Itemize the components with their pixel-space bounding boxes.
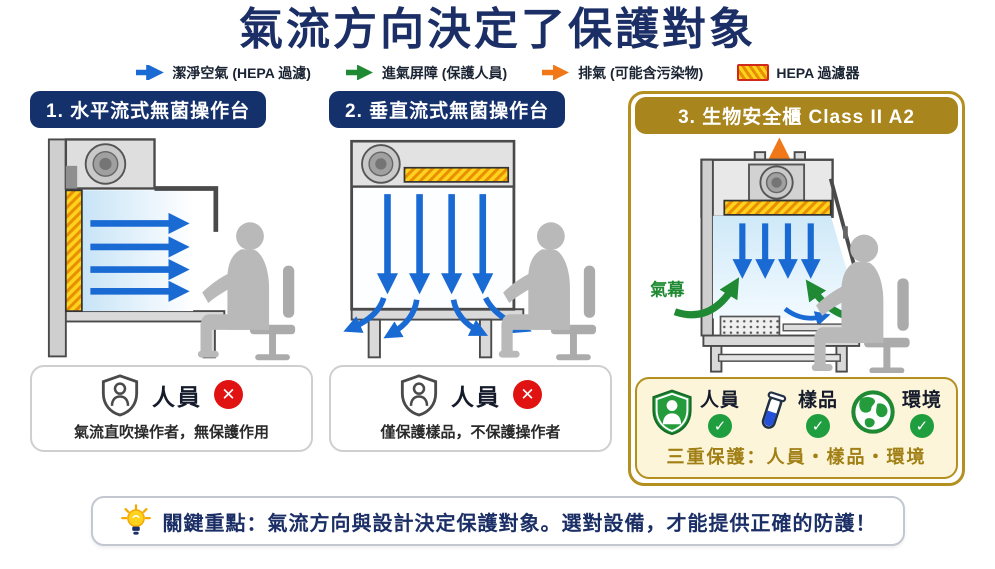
cabinet-left-wall [47, 138, 67, 358]
hepa-filter-swatch-icon [737, 64, 770, 82]
status-box-1: 人員 ✕ 氣流直吹操作者，無保護作用 [30, 364, 313, 452]
work-surface [719, 315, 853, 337]
panel-vertical-flow: 2. 垂直流式無菌操作台 [329, 90, 612, 452]
work-table [55, 309, 226, 359]
fail-icon: ✕ [513, 380, 542, 410]
blue-arrow-icon [136, 65, 165, 81]
fan-housing [64, 138, 156, 190]
canopy [154, 185, 219, 232]
panel-horizontal-flow: 1. 水平流式無菌操作台 [30, 90, 313, 452]
protect-group-sample: 樣品 ✓ [753, 385, 838, 439]
fail-icon: ✕ [214, 380, 243, 410]
key-point-bar: 關鍵重點：氣流方向與設計決定保護對象。選對設備，才能提供正確的防護！ [90, 496, 905, 547]
protect-label: 樣品 [797, 390, 838, 412]
globe-icon [851, 390, 895, 434]
legend-item-clean-air: 潔淨空氣 (HEPA 過濾) [135, 63, 311, 83]
legend-label: 排氣 (可能含污染物) [578, 64, 704, 81]
pass-icon: ✓ [805, 414, 830, 439]
vertical-flow-diagram [329, 130, 612, 361]
status-description: 氣流直吹操作者，無保護作用 [73, 423, 269, 441]
protect-group-environment: 環境 ✓ [851, 385, 942, 439]
air-curtain-label: 氣幕 [650, 279, 685, 299]
status-box-3: 人員 ✓ 樣品 [635, 377, 958, 480]
key-point-text: 關鍵重點：氣流方向與設計決定保護對象。選對設備，才能提供正確的防護！ [162, 512, 877, 535]
hepa-filter [403, 166, 510, 183]
pass-icon: ✓ [909, 414, 934, 439]
test-tube-icon [761, 391, 787, 429]
sash-handle [843, 226, 848, 239]
protect-label: 環境 [901, 390, 942, 412]
legend-item-intake-barrier: 進氣屏障 (保護人員) [345, 63, 507, 83]
fan-icon [361, 143, 401, 184]
status-box-2: 人員 ✕ 僅保護樣品，不保護操作者 [329, 364, 612, 452]
status-subject: 人員 [451, 383, 501, 410]
legend-item-hepa-filter: HEPA 過濾器 [737, 63, 860, 83]
panel-2-header: 2. 垂直流式無菌操作台 [329, 90, 566, 128]
panel-biosafety-cabinet: 3. 生物安全櫃 Class II A2 [628, 90, 965, 487]
hepa-filter [65, 189, 83, 312]
legend-label: 進氣屏障 (保護人員) [381, 64, 508, 81]
green-arrow-icon [345, 65, 373, 81]
status-subject: 人員 [152, 383, 202, 410]
orange-arrow-icon [542, 65, 570, 81]
legend: 潔淨空氣 (HEPA 過濾) 進氣屏障 (保護人員) 排氣 (可能含污染物) H… [0, 63, 995, 83]
panel-3-header: 3. 生物安全櫃 Class II A2 [635, 96, 958, 134]
horizontal-flow-diagram [30, 130, 313, 361]
shield-person-icon [400, 374, 438, 417]
triple-protection-summary: 三重保護：人員・樣品・環境 [666, 447, 927, 468]
shield-person-icon [101, 374, 139, 417]
green-shield-person-icon [652, 389, 692, 435]
fan-icon [748, 163, 806, 202]
hepa-filter [723, 199, 832, 216]
panels-row: 1. 水平流式無菌操作台 [0, 90, 995, 487]
pass-icon: ✓ [708, 414, 732, 439]
legend-label: 潔淨空氣 (HEPA 過濾) [172, 64, 311, 81]
panel-1-header: 1. 水平流式無菌操作台 [30, 90, 267, 128]
protect-label: 人員 [700, 390, 741, 412]
legend-label: HEPA 過濾器 [776, 64, 860, 81]
page-title: 氣流方向決定了保護對象 [239, 5, 756, 54]
status-description: 僅保護樣品，不保護操作者 [380, 423, 561, 441]
clean-air-arrows [732, 223, 831, 326]
legend-item-exhaust: 排氣 (可能含污染物) [541, 63, 703, 83]
biosafety-cabinet-diagram: 氣幕 [635, 136, 958, 374]
clean-air-arrows [90, 212, 190, 302]
protect-group-personnel: 人員 ✓ [651, 385, 741, 439]
lightbulb-icon [120, 504, 151, 535]
